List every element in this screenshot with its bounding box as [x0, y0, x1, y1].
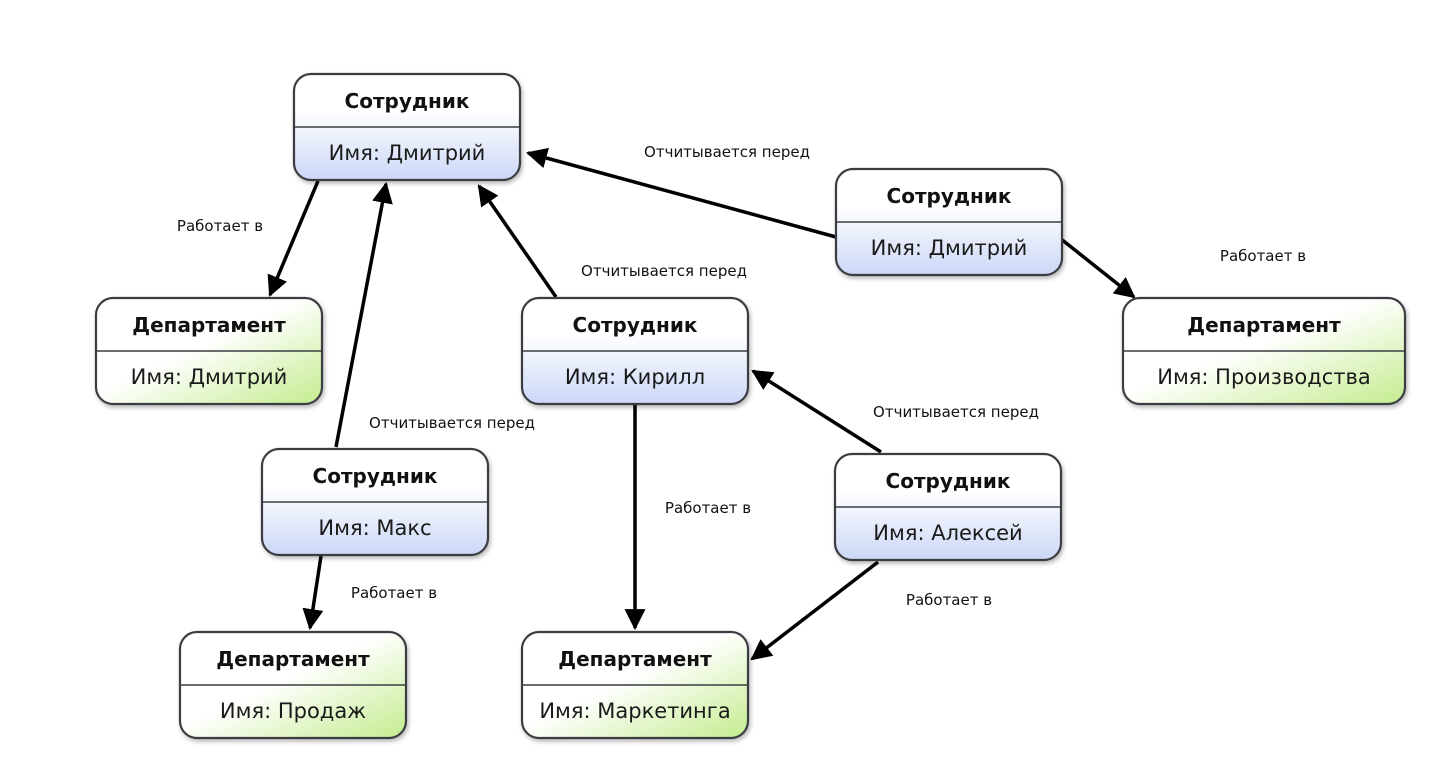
- edge-arrow-emp_maks-to-emp_dmitry_top: [334, 181, 393, 448]
- node-name-value: Имя: Производства: [1157, 365, 1371, 389]
- node-title: Сотрудник: [573, 313, 698, 337]
- node-name-value: Имя: Алексей: [873, 521, 1022, 545]
- edge-label: Работает в: [177, 217, 263, 235]
- node-title: Сотрудник: [345, 89, 470, 113]
- node-title: Департамент: [1187, 313, 1341, 337]
- node-name-value: Имя: Дмитрий: [871, 236, 1028, 260]
- edge-label: Отчитывается перед: [581, 262, 747, 280]
- node-title: Департамент: [216, 647, 370, 671]
- node-name-value: Имя: Дмитрий: [131, 365, 288, 389]
- node-name-value: Имя: Маркетинга: [539, 699, 730, 723]
- edge-label: Отчитывается перед: [369, 414, 535, 432]
- edge-label: Отчитывается перед: [873, 403, 1039, 421]
- node-name-value: Имя: Кирилл: [565, 365, 705, 389]
- edge-arrow-emp_maks-to-dept_sales: [302, 555, 324, 631]
- node-title: Департамент: [558, 647, 712, 671]
- edge-arrow-emp_dmitry_top-to-dept_dmitry: [267, 180, 320, 297]
- node-title: Сотрудник: [887, 184, 1012, 208]
- node-name-value: Имя: Дмитрий: [329, 141, 486, 165]
- edges-layer: [267, 147, 1136, 661]
- node-title: Департамент: [132, 313, 286, 337]
- edge-label: Работает в: [906, 591, 992, 609]
- node-name-value: Имя: Макс: [318, 516, 431, 540]
- edge-label: Работает в: [1220, 247, 1306, 265]
- edge-label: Отчитывается перед: [644, 143, 810, 161]
- node-title: Сотрудник: [313, 464, 438, 488]
- edge-arrow-emp_aleksey-to-emp_kirill: [751, 369, 882, 454]
- edge-arrow-emp_aleksey-to-dept_marketing: [750, 560, 880, 661]
- node-name-value: Имя: Продаж: [220, 699, 366, 723]
- edge-label: Работает в: [351, 584, 437, 602]
- edge-arrow-emp_dmitry_right-to-dept_production: [1059, 237, 1136, 299]
- edge-arrow-emp_kirill-to-emp_dmitry_top: [477, 184, 558, 298]
- edge-label: Работает в: [665, 499, 751, 517]
- edge-arrow-emp_dmitry_right-to-emp_dmitry_top: [525, 147, 837, 239]
- node-title: Сотрудник: [886, 469, 1011, 493]
